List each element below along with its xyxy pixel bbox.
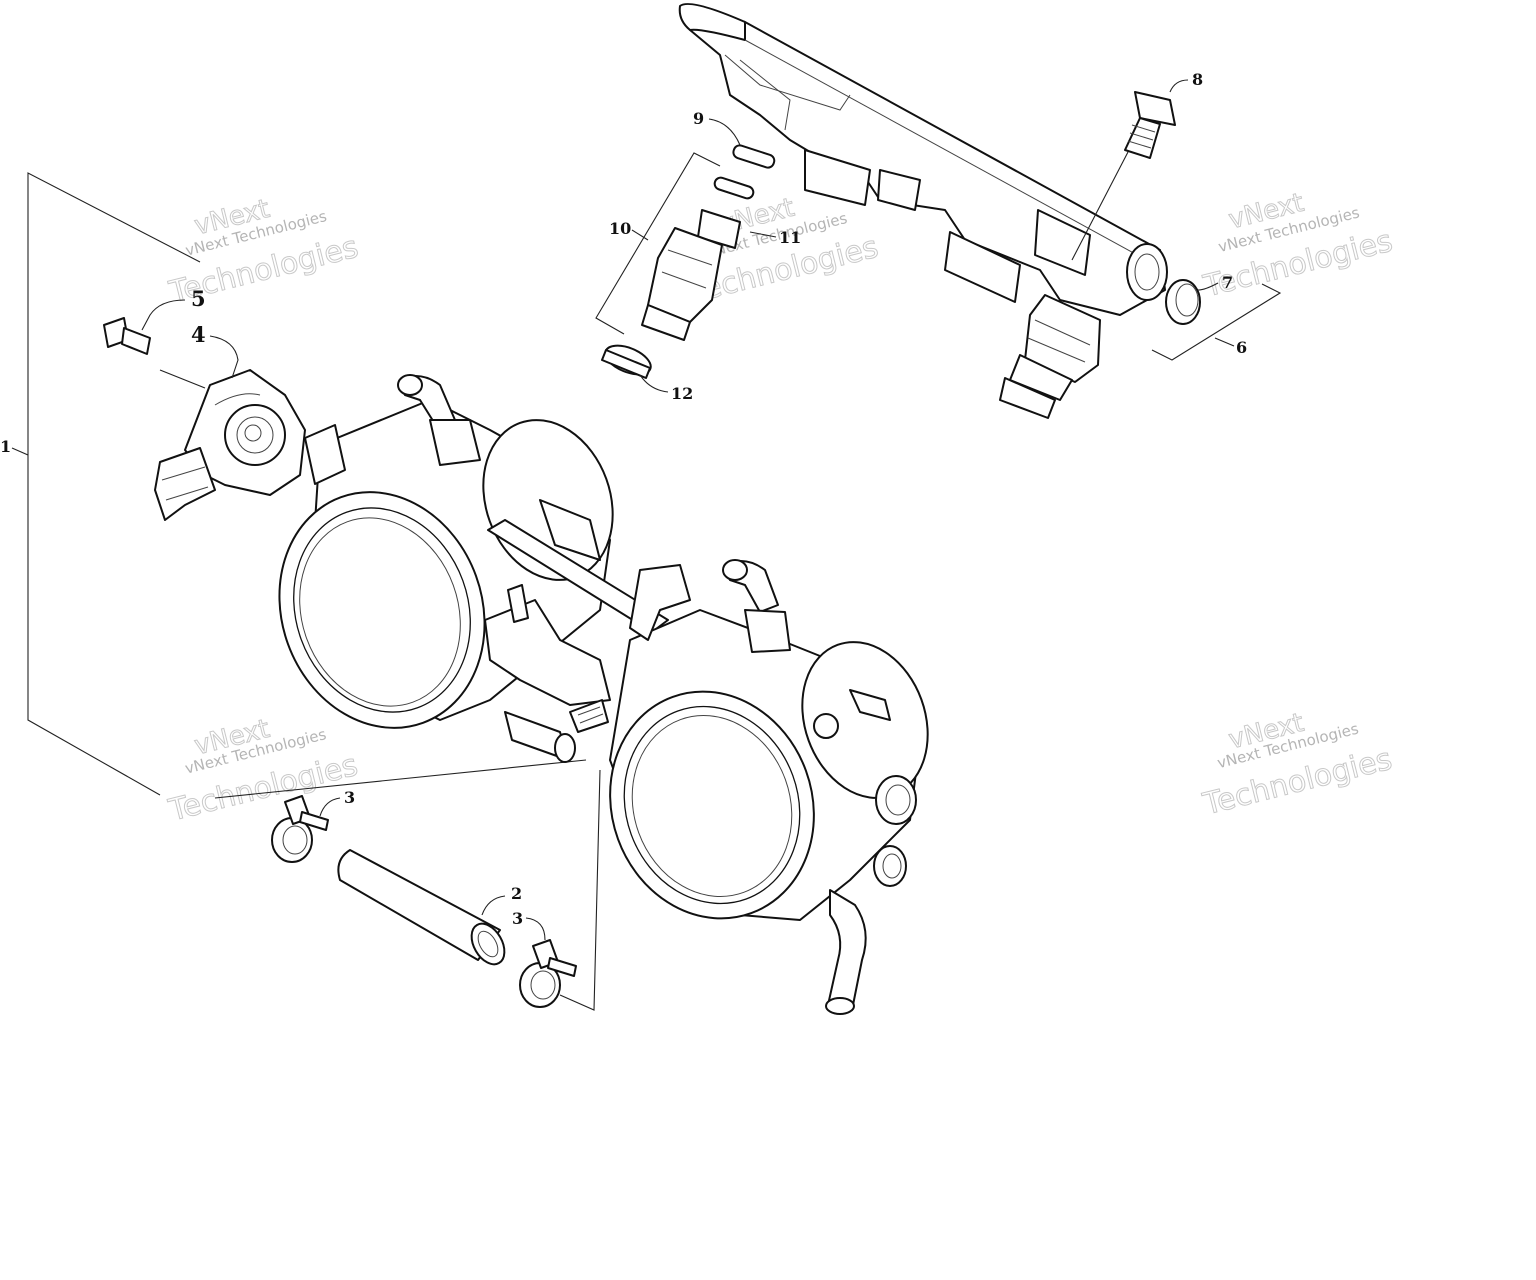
- throttle-body-right: [484, 559, 929, 1015]
- o-ring-9: [713, 144, 776, 200]
- screw-5: [103, 317, 206, 389]
- watermark-top-right: vNext vNext Technologies Technologies: [1199, 187, 1396, 305]
- callout-3b: 3: [512, 909, 523, 928]
- callout-12: 12: [671, 384, 693, 403]
- callout-3a: 3: [344, 788, 355, 807]
- hose-2: [337, 849, 506, 966]
- callout-11: 11: [779, 228, 801, 247]
- watermark-bottom-left: vNext vNext Technologies Technologies: [164, 713, 361, 829]
- o-ring-7: [1165, 279, 1201, 325]
- callout-1: 1: [0, 437, 11, 456]
- hose-bracket: [214, 759, 601, 1011]
- callout-10: 10: [609, 219, 631, 238]
- throttle-shaft: [304, 424, 669, 633]
- throttle-position-sensor-4: [154, 369, 306, 521]
- callout-9: 9: [693, 109, 704, 128]
- seal-12: [601, 344, 652, 379]
- callout-7: 7: [1222, 273, 1233, 292]
- leader-lines: [141, 79, 1219, 941]
- hose-clamp-3-upper: [271, 795, 329, 863]
- callout-4: 4: [191, 322, 206, 347]
- callout-2: 2: [511, 884, 522, 903]
- fuel-rail-bracket-6: [1151, 283, 1282, 361]
- fuel-rail: [678, 3, 1168, 316]
- callout-5: 5: [191, 286, 206, 311]
- fuel-injector-mounted: [999, 294, 1101, 419]
- assembly-bracket-1: [11, 172, 201, 796]
- callout-8: 8: [1192, 70, 1203, 89]
- injector-bracket-10: [595, 152, 721, 335]
- watermark-bottom-right: vNext vNext Technologies Technologies: [1199, 707, 1396, 823]
- callout-6: 6: [1236, 338, 1247, 357]
- watermark-top-left: vNext vNext Technologies Technologies: [165, 193, 362, 311]
- bolt-8: [1071, 91, 1176, 261]
- hose-clamp-3-lower: [519, 939, 577, 1008]
- fuel-injector-11: [641, 209, 741, 341]
- callout-labels: 1 2 3 3 4 5 6 7 8 9 10 11 12: [0, 70, 1247, 928]
